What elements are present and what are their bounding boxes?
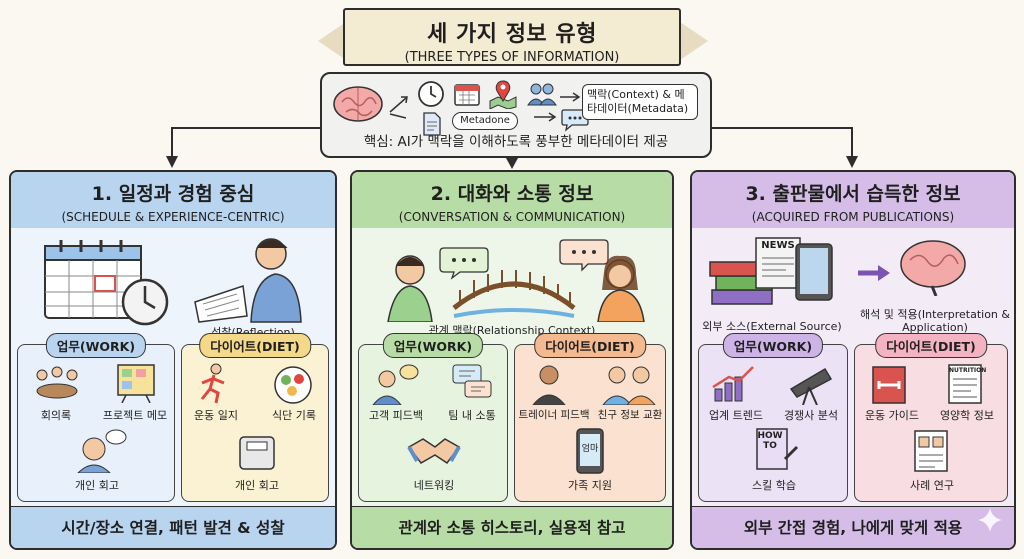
document-icon bbox=[423, 112, 441, 136]
metadone-tag: Metadone bbox=[452, 112, 518, 130]
panel-footer: 시간/장소 연결, 패턴 발견 & 성찰 bbox=[11, 506, 335, 548]
diet-section: 다이어트(DIET) NUTRITION 운동 가이드 영양학 정보 사례 연구 bbox=[854, 333, 1008, 502]
people-icon bbox=[527, 83, 557, 106]
work-pill: 업무(WORK) bbox=[722, 333, 824, 358]
brain-icon bbox=[900, 240, 966, 296]
arrow-icon bbox=[560, 92, 581, 102]
item-caption: 회의록 bbox=[40, 409, 72, 422]
arrow-icon bbox=[389, 96, 408, 119]
title-banner: 세 가지 정보 유형 (THREE TYPES OF INFORMATION) bbox=[343, 8, 681, 66]
people-bridge-icon bbox=[387, 239, 645, 322]
customer-feedback-icon bbox=[372, 364, 419, 405]
meeting-icon bbox=[36, 366, 78, 399]
work-pill: 업무(WORK) bbox=[45, 333, 147, 358]
work-section: 업무(WORK) 회의록 프로젝트 메모 개인 회고 bbox=[17, 333, 175, 502]
scale-icon bbox=[239, 436, 275, 470]
book-label: HOW TO bbox=[757, 431, 783, 451]
clock-icon bbox=[418, 81, 444, 107]
map-pin-icon bbox=[489, 80, 517, 109]
exercise-guide-book-icon bbox=[872, 366, 906, 404]
panel-header: 1. 일정과 경험 중심 (SCHEDULE & EXPERIENCE-CENT… bbox=[11, 172, 335, 228]
panel-footer: 관계와 소통 히스토리, 실용적 참고 bbox=[352, 506, 672, 548]
person-thinking-icon bbox=[77, 429, 127, 473]
wall-calendar-icon bbox=[44, 240, 142, 319]
item-caption: 트레이너 피드백 bbox=[518, 409, 590, 421]
context-metadata-label: 맥락(Context) & 메타데이터(Metadata) bbox=[582, 84, 698, 120]
food-plate-icon bbox=[274, 366, 312, 404]
item-caption: 식단 기록 bbox=[272, 409, 316, 422]
brain-icon bbox=[333, 86, 383, 122]
item-caption: 운동 가이드 bbox=[864, 409, 920, 422]
running-person-icon bbox=[200, 363, 225, 404]
trend-chart-icon bbox=[712, 366, 754, 402]
item-caption: 스킬 학습 bbox=[752, 479, 796, 492]
friends-icon bbox=[602, 366, 656, 405]
sparkle-icon bbox=[978, 508, 1002, 532]
panel-subtitle: (CONVERSATION & COMMUNICATION) bbox=[398, 210, 626, 224]
books-news-tablet-icon bbox=[709, 237, 833, 305]
panel-header: 2. 대화와 소통 정보 (CONVERSATION & COMMUNICATI… bbox=[352, 172, 672, 228]
project-board-icon bbox=[117, 364, 155, 403]
phone-icon bbox=[576, 428, 604, 474]
handshake-icon bbox=[407, 438, 461, 465]
item-caption: 네트워킹 bbox=[413, 479, 455, 492]
diet-pill: 다이어트(DIET) bbox=[534, 333, 646, 358]
trainer-icon bbox=[532, 365, 566, 405]
news-label: NEWS bbox=[761, 240, 795, 251]
telescope-icon bbox=[789, 367, 833, 405]
diet-section: 다이어트(DIET) 트레이너 피드백 친구 정보 교환 엄마 가족 지원 bbox=[514, 333, 666, 502]
item-caption: 경쟁사 분석 bbox=[783, 409, 839, 422]
panel-schedule-experience: 1. 일정과 경험 중심 (SCHEDULE & EXPERIENCE-CENT… bbox=[9, 170, 337, 550]
nutrition-label-icon bbox=[948, 364, 982, 404]
hero-caption: 외부 소스(External Source) bbox=[702, 320, 842, 333]
banner-ribbon-left bbox=[318, 22, 346, 60]
item-caption: 개인 회고 bbox=[235, 479, 279, 492]
item-caption: 팀 내 소통 bbox=[448, 409, 496, 422]
panel-subtitle: (ACQUIRED FROM PUBLICATIONS) bbox=[751, 210, 955, 224]
page-subtitle: (THREE TYPES OF INFORMATION) bbox=[404, 50, 620, 65]
banner-ribbon-right bbox=[680, 22, 708, 60]
panel-title: 2. 대화와 소통 정보 bbox=[430, 183, 594, 205]
work-section: 업무(WORK) 고객 피드백 팀 내 소통 네트워킹 bbox=[358, 333, 508, 502]
arrow-icon bbox=[534, 112, 557, 122]
panel-acquired-publications: 3. 출판물에서 습득한 정보 (ACQUIRED FROM PUBLICATI… bbox=[690, 170, 1016, 550]
phone-message: 엄마 bbox=[581, 444, 599, 454]
panel-footer: 외부 간접 경험, 나에게 맞게 적용 bbox=[692, 506, 1014, 548]
hero-caption: 해석 및 적용(Interpretation & Application) bbox=[860, 308, 1010, 334]
item-caption: 사례 연구 bbox=[910, 479, 954, 492]
alarm-clock-icon bbox=[121, 278, 169, 326]
team-chat-icon bbox=[452, 364, 492, 398]
person-reading-journal-icon bbox=[194, 238, 302, 323]
item-caption: 친구 정보 교환 bbox=[597, 409, 663, 421]
item-caption: 개인 회고 bbox=[75, 479, 119, 492]
nutrition-label-text: NUTRITION bbox=[949, 367, 987, 374]
item-caption: 가족 지원 bbox=[568, 479, 612, 492]
item-caption: 영양학 정보 bbox=[939, 409, 995, 422]
diet-pill: 다이어트(DIET) bbox=[199, 333, 311, 358]
page-title: 세 가지 정보 유형 bbox=[427, 22, 597, 47]
item-caption: 프로젝트 메모 bbox=[102, 409, 168, 422]
case-study-document-icon bbox=[914, 430, 948, 472]
core-summary: 핵심: AI가 맥락을 이해하도록 풍부한 메타데이터 제공 bbox=[363, 134, 669, 150]
item-caption: 운동 일지 bbox=[194, 409, 238, 422]
item-caption: 고객 피드백 bbox=[368, 409, 424, 422]
arrow-right-icon bbox=[858, 265, 890, 281]
panel-conversation-communication: 2. 대화와 소통 정보 (CONVERSATION & COMMUNICATI… bbox=[350, 170, 674, 550]
panel-title: 3. 출판물에서 습득한 정보 bbox=[745, 183, 961, 205]
arrow-to-panel-3 bbox=[712, 127, 853, 160]
work-pill: 업무(WORK) bbox=[382, 333, 484, 358]
work-section: 업무(WORK) 업계 트렌드 경쟁사 분석 HOW TO 스킬 학습 bbox=[698, 333, 848, 502]
calendar-icon bbox=[454, 84, 480, 106]
arrow-to-panel-1 bbox=[171, 127, 320, 160]
item-caption: 업계 트렌드 bbox=[708, 409, 764, 422]
diet-section: 다이어트(DIET) 운동 일지 식단 기록 개인 회고 bbox=[181, 333, 329, 502]
how-to-book-icon bbox=[756, 428, 799, 470]
panel-subtitle: (SCHEDULE & EXPERIENCE-CENTRIC) bbox=[61, 210, 285, 224]
panel-header: 3. 출판물에서 습득한 정보 (ACQUIRED FROM PUBLICATI… bbox=[692, 172, 1014, 228]
panel-title: 1. 일정과 경험 중심 bbox=[91, 183, 255, 205]
diet-pill: 다이어트(DIET) bbox=[875, 333, 987, 358]
